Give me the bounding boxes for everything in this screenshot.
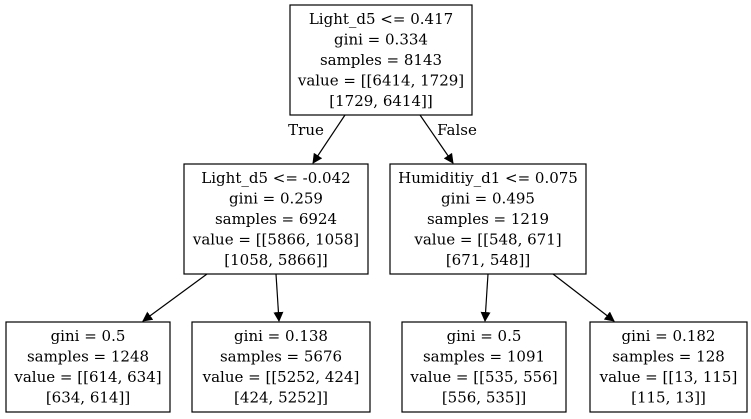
edges-layer: True False — [142, 114, 615, 322]
tree-node-line: samples = 1219 — [427, 210, 549, 228]
tree-node-box — [401, 321, 567, 413]
tree-node-line: samples = 8143 — [320, 51, 442, 69]
tree-node-line: value = [[5252, 424] — [202, 368, 360, 386]
edge-arrow — [312, 114, 346, 164]
tree-node-line: gini = 0.138 — [234, 327, 328, 345]
edge-arrow — [480, 273, 491, 322]
tree-node-box — [5, 321, 171, 413]
tree-node-5: gini = 0.5 samples = 1091 value = [[535, 5… — [401, 321, 567, 413]
edge-arrow — [552, 273, 615, 322]
tree-node-3: gini = 0.5 samples = 1248 value = [[614, 6… — [5, 321, 171, 413]
edge-arrow — [273, 273, 284, 322]
tree-node-4: gini = 0.138 samples = 5676 value = [[5252… — [191, 321, 371, 413]
tree-node-line: value = [[5866, 1058] — [192, 230, 359, 248]
tree-node-line: gini = 0.5 — [447, 327, 522, 345]
nodes-layer: Light_d5 <= 0.417 gini = 0.334 samples = 8… — [5, 4, 748, 413]
tree-node-line: samples = 6924 — [215, 210, 337, 228]
tree-node-line: [556, 535]] — [442, 389, 526, 407]
tree-node-line: gini = 0.5 — [51, 327, 126, 345]
tree-node-line: [1729, 6414]] — [329, 92, 432, 110]
tree-edge: True — [288, 114, 346, 164]
tree-node-line: [1058, 5866]] — [224, 251, 327, 269]
tree-node-line: gini = 0.259 — [229, 189, 323, 207]
edge-label: False — [437, 121, 477, 139]
tree-node-line: [115, 13]] — [631, 389, 706, 407]
tree-node-box — [589, 321, 748, 413]
tree-node-line: value = [[614, 634] — [13, 368, 161, 386]
tree-node-line: [671, 548]] — [446, 251, 530, 269]
tree-node-line: value = [[535, 556] — [409, 368, 557, 386]
tree-node-line: Light_d5 <= -0.042 — [201, 169, 350, 187]
tree-node-line: samples = 128 — [612, 348, 725, 366]
tree-node-line: value = [[6414, 1729] — [297, 71, 464, 89]
tree-node-line: samples = 1091 — [423, 348, 545, 366]
tree-edge — [552, 273, 615, 322]
tree-node-0: Light_d5 <= 0.417 gini = 0.334 samples = 8… — [289, 4, 473, 116]
tree-node-line: [634, 614]] — [46, 389, 130, 407]
tree-edge: False — [419, 114, 477, 164]
edge-label: True — [288, 121, 324, 139]
tree-edge — [273, 273, 284, 322]
tree-node-2: Humiditiy_d1 <= 0.075 gini = 0.495 samples… — [389, 163, 587, 275]
tree-node-line: Light_d5 <= 0.417 — [309, 10, 453, 28]
tree-node-box — [191, 321, 371, 413]
edge-arrow — [142, 273, 208, 322]
tree-node-line: [424, 5252]] — [234, 389, 328, 407]
tree-node-line: value = [[13, 115] — [599, 368, 738, 386]
tree-node-line: Humiditiy_d1 <= 0.075 — [398, 169, 578, 187]
tree-node-line: gini = 0.495 — [441, 189, 535, 207]
tree-node-1: Light_d5 <= -0.042 gini = 0.259 samples = … — [183, 163, 369, 275]
tree-node-line: value = [[548, 671] — [413, 230, 561, 248]
tree-node-line: gini = 0.334 — [334, 30, 428, 48]
tree-node-box — [289, 4, 473, 116]
tree-node-line: gini = 0.182 — [622, 327, 716, 345]
tree-edge — [480, 273, 491, 322]
tree-node-line: samples = 1248 — [27, 348, 149, 366]
tree-node-6: gini = 0.182 samples = 128 value = [[13, 1… — [589, 321, 748, 413]
tree-node-box — [389, 163, 587, 275]
tree-edge — [142, 273, 208, 322]
tree-node-box — [183, 163, 369, 275]
edge-arrow — [419, 114, 454, 164]
tree-node-line: samples = 5676 — [220, 348, 342, 366]
